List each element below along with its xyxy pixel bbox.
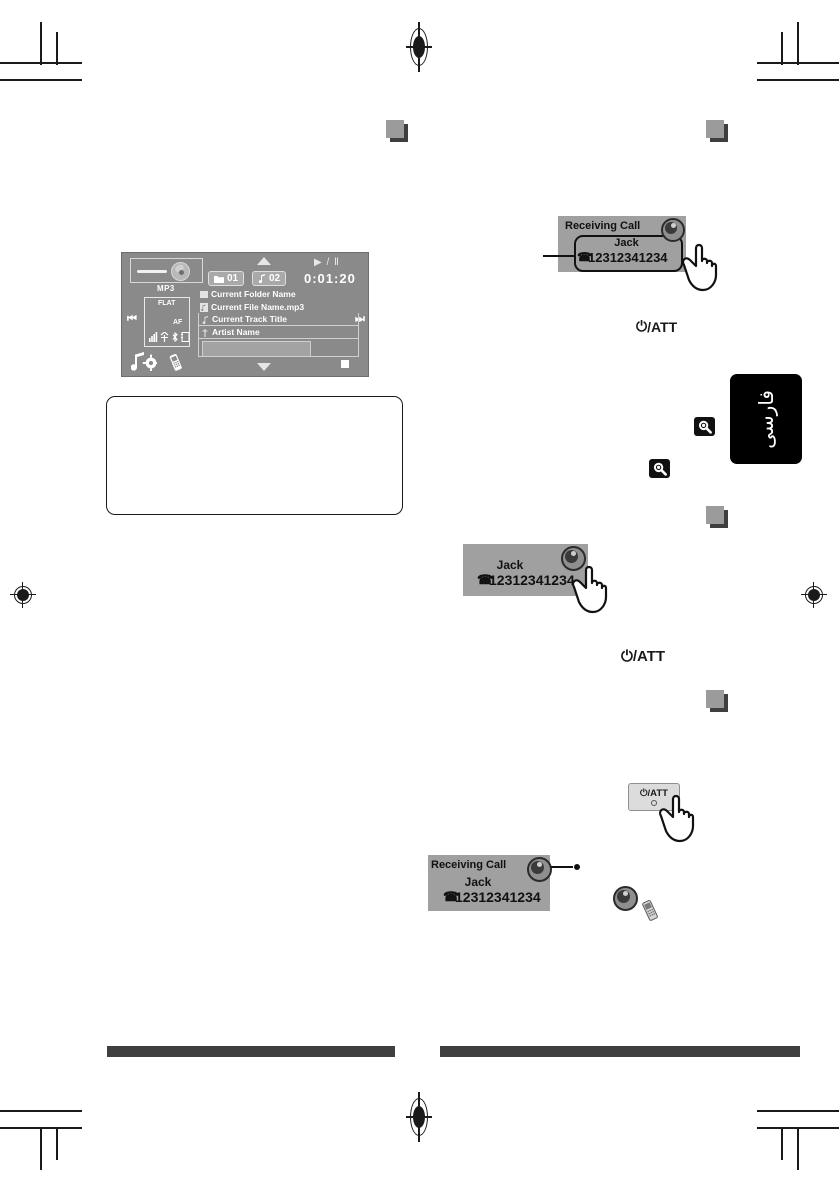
- equalizer-status-box: FLAT AF: [144, 297, 190, 347]
- control-knob-icon[interactable]: [527, 857, 552, 882]
- caller-number: 12312341234: [588, 250, 668, 265]
- receiving-call-popup-top: Receiving Call Jack ☎ 12312341234: [558, 216, 686, 272]
- power-icon: ⏻: [621, 648, 633, 665]
- current-folder-name: Current Folder Name: [211, 289, 296, 299]
- crop-mark: [757, 79, 839, 81]
- audio-display-panel: MP3 FLAT AF: [121, 252, 369, 377]
- crop-mark: [781, 1127, 783, 1160]
- registration-mark-left: [10, 582, 36, 608]
- file-icon: [200, 303, 208, 312]
- farsi-side-tab-label: فارسی: [754, 389, 778, 449]
- disc-icon: [171, 262, 190, 281]
- track-number: 02: [269, 273, 281, 284]
- folder-number: 01: [227, 273, 239, 284]
- crop-mark: [40, 22, 42, 65]
- att-key-button[interactable]: ⏻/ATT: [628, 783, 680, 811]
- artist-name-underline: [198, 326, 359, 339]
- crop-mark: [56, 1127, 58, 1160]
- stop-square: [341, 360, 349, 368]
- magnifier-icon[interactable]: [694, 417, 715, 436]
- play-pause-indicator: ▶ / Ⅱ: [314, 257, 340, 268]
- crop-mark: [0, 79, 82, 81]
- caller-number: 12312341234: [455, 889, 541, 905]
- note-box: [106, 396, 403, 515]
- previous-track-button[interactable]: ⏮: [127, 313, 137, 325]
- handset-icon: ☎: [443, 889, 460, 904]
- antenna-icon: [160, 332, 169, 342]
- caller-name: Jack: [464, 875, 492, 889]
- crop-mark: [781, 32, 783, 65]
- af-label: AF: [173, 319, 183, 326]
- artist-name: Artist Name: [212, 327, 260, 337]
- att-key-label: ⏻/ATT: [640, 788, 668, 799]
- receiving-call-header: Receiving Call: [431, 859, 507, 871]
- equalizer-label: FLAT: [158, 300, 176, 307]
- footer-bar-left: [107, 1046, 395, 1057]
- pointing-hand-icon: [560, 560, 616, 621]
- crop-mark: [0, 1110, 82, 1112]
- elapsed-time: 0:01:20: [304, 271, 356, 286]
- handset-icon: ☎: [577, 250, 592, 264]
- progress-fill: [202, 341, 311, 357]
- farsi-side-tab: فارسی: [730, 374, 802, 464]
- note-icon: [202, 316, 208, 324]
- footer-bar-right: [440, 1046, 800, 1057]
- caller-name: Jack: [614, 237, 639, 249]
- registration-mark-top: [406, 22, 432, 72]
- magnifier-icon[interactable]: [649, 459, 670, 478]
- crop-mark: [56, 32, 58, 65]
- mobile-phone-icon[interactable]: [167, 354, 184, 376]
- scroll-down-triangle[interactable]: [257, 363, 271, 371]
- music-settings-icon[interactable]: [130, 352, 160, 376]
- control-knob-icon[interactable]: [661, 218, 685, 242]
- pointing-hand-icon: [670, 238, 726, 299]
- music-note-icon: [258, 274, 265, 283]
- next-track-button[interactable]: ⏭: [355, 313, 365, 325]
- receiving-call-header: Receiving Call: [565, 220, 641, 232]
- signal-bars-icon: [149, 332, 158, 342]
- track-title-underline: [198, 313, 359, 326]
- scroll-up-triangle[interactable]: [257, 257, 271, 265]
- control-knob-icon[interactable]: [561, 546, 586, 571]
- leader-line-bottom: [551, 863, 580, 871]
- caller-number: 12312341234: [489, 572, 575, 588]
- att-text: /ATT: [647, 318, 678, 335]
- folder-icon: [214, 275, 224, 283]
- current-file-name: Current File Name.mp3: [211, 302, 305, 312]
- caller-name: Jack: [496, 558, 524, 572]
- att-label-lower: ⏻/ATT: [621, 648, 665, 665]
- folder-number-tag: 01: [208, 271, 245, 286]
- power-icon: ⏻: [636, 318, 648, 334]
- control-knob-icon: [613, 886, 638, 911]
- crop-mark: [40, 1127, 42, 1170]
- registration-mark-bottom: [406, 1092, 432, 1142]
- crop-mark: [797, 22, 799, 65]
- crop-mark: [797, 1127, 799, 1170]
- caller-info-highlight: [574, 235, 683, 272]
- current-track-title: Current Track Title: [212, 314, 287, 324]
- crop-mark: [757, 1110, 839, 1112]
- folder-icon: [200, 291, 208, 298]
- phone-book-icon: [181, 332, 190, 342]
- source-format-label: MP3: [157, 284, 175, 293]
- track-number-tag: 02: [252, 271, 287, 286]
- status-icon-row: [149, 332, 190, 342]
- disc-source-box: [130, 258, 203, 283]
- mobile-phone-icon: [640, 900, 660, 927]
- artist-icon: [202, 329, 208, 337]
- att-text: /ATT: [632, 648, 666, 665]
- registration-mark-right: [801, 582, 827, 608]
- bluetooth-icon: [172, 332, 178, 342]
- att-key-led: [651, 800, 657, 806]
- leader-line-top: [543, 255, 575, 258]
- pointing-hand-icon: [647, 789, 703, 850]
- att-label-upper: ⏻/ATT: [636, 318, 677, 335]
- power-icon: ⏻: [640, 788, 648, 799]
- handset-icon: ☎: [477, 572, 494, 587]
